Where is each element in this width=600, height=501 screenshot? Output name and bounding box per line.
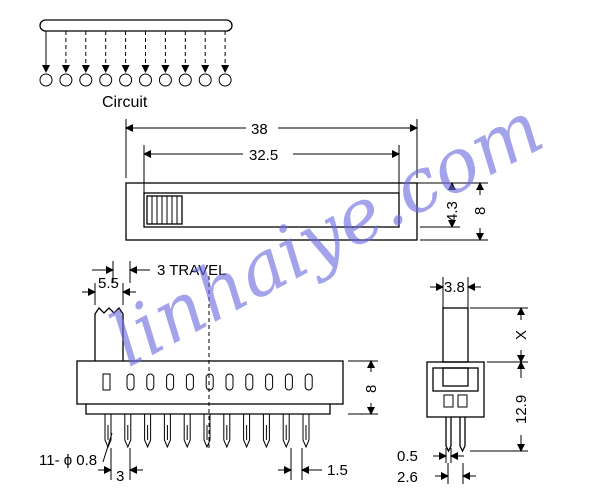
side-contact-right <box>457 394 468 408</box>
circuit-terminal <box>218 73 232 87</box>
front-pin <box>183 414 191 449</box>
side-view: 3.8 X 12.9 0.5 2.6 <box>397 277 530 486</box>
travel-label: 3 TRAVEL <box>157 262 226 279</box>
pin-outline <box>144 414 152 449</box>
front-pin <box>203 414 211 449</box>
dim-side-lever-height: X <box>513 330 530 340</box>
front-window <box>126 373 135 391</box>
front-pin <box>302 414 310 449</box>
top-actuator <box>146 195 183 225</box>
circuit-terminal <box>99 73 113 87</box>
top-housing <box>125 182 418 241</box>
side-slider <box>442 367 469 387</box>
dim-overall-length: 38 <box>251 121 268 138</box>
side-lever <box>442 307 469 363</box>
pin-spec: 11- ϕ 0.8 <box>39 452 97 469</box>
circuit-terminal <box>39 73 53 87</box>
pin-outline <box>262 414 270 449</box>
side-contact-left <box>443 394 454 408</box>
front-window <box>245 373 254 391</box>
circuit-terminal <box>198 73 212 87</box>
pin-outline <box>282 414 290 449</box>
front-pin <box>262 414 270 449</box>
front-window <box>265 373 274 391</box>
front-window <box>205 373 214 391</box>
circuit-terminal <box>178 73 192 87</box>
front-pin <box>104 414 112 449</box>
circuit-terminal <box>79 73 93 87</box>
pin-outline <box>124 414 132 449</box>
side-housing-inner <box>432 367 479 392</box>
front-pin <box>124 414 132 449</box>
pin-outline <box>243 414 251 449</box>
pin-outline <box>223 414 231 449</box>
dim-pin-thickness: 0.5 <box>397 448 418 465</box>
front-pin <box>144 414 152 449</box>
pin-outline <box>203 414 211 449</box>
circuit-terminal <box>59 73 73 87</box>
front-pin <box>282 414 290 449</box>
dim-inner-length: 32.5 <box>249 147 278 164</box>
front-pin <box>243 414 251 449</box>
pin-outline <box>302 414 310 449</box>
dim-pin-pitch: 3 <box>116 468 124 485</box>
dim-pin-spacing: 2.6 <box>397 469 418 486</box>
front-window <box>166 373 175 391</box>
dim-height-total: 8 <box>472 207 489 215</box>
dim-side-lever-width: 3.8 <box>444 279 465 296</box>
dim-lever-width: 5.5 <box>98 275 119 292</box>
front-window <box>185 373 194 391</box>
front-window <box>146 373 155 391</box>
dim-side-total-height: 12.9 <box>513 395 530 424</box>
front-window <box>102 373 111 391</box>
pin-outline <box>163 414 171 449</box>
front-housing <box>76 360 344 405</box>
pin-outline <box>183 414 191 449</box>
circuit-terminal <box>139 73 152 87</box>
front-pin <box>163 414 171 449</box>
front-lever <box>94 306 124 361</box>
front-window <box>225 373 234 391</box>
top-view: 38 32.5 4.3 8 <box>125 119 489 241</box>
dim-height-inner: 4.3 <box>444 201 461 222</box>
circuit-slider-bar <box>39 19 233 32</box>
top-slot <box>143 192 400 228</box>
front-pin <box>223 414 231 449</box>
circuit-label: Circuit <box>102 94 148 111</box>
front-view: 5.5 3 TRAVEL 8 11- ϕ 0.8 3 1.5 <box>39 261 380 485</box>
front-base <box>85 404 331 415</box>
circuit-terminal <box>158 73 172 87</box>
circuit-diagram: Circuit <box>39 19 233 111</box>
watermark: linhaiye.com <box>96 85 556 384</box>
circuit-terminal <box>119 73 133 87</box>
front-window <box>284 373 293 391</box>
dim-body-height: 8 <box>363 385 380 393</box>
front-window <box>304 373 313 391</box>
side-housing <box>426 361 485 418</box>
dim-end-offset: 1.5 <box>327 462 348 479</box>
